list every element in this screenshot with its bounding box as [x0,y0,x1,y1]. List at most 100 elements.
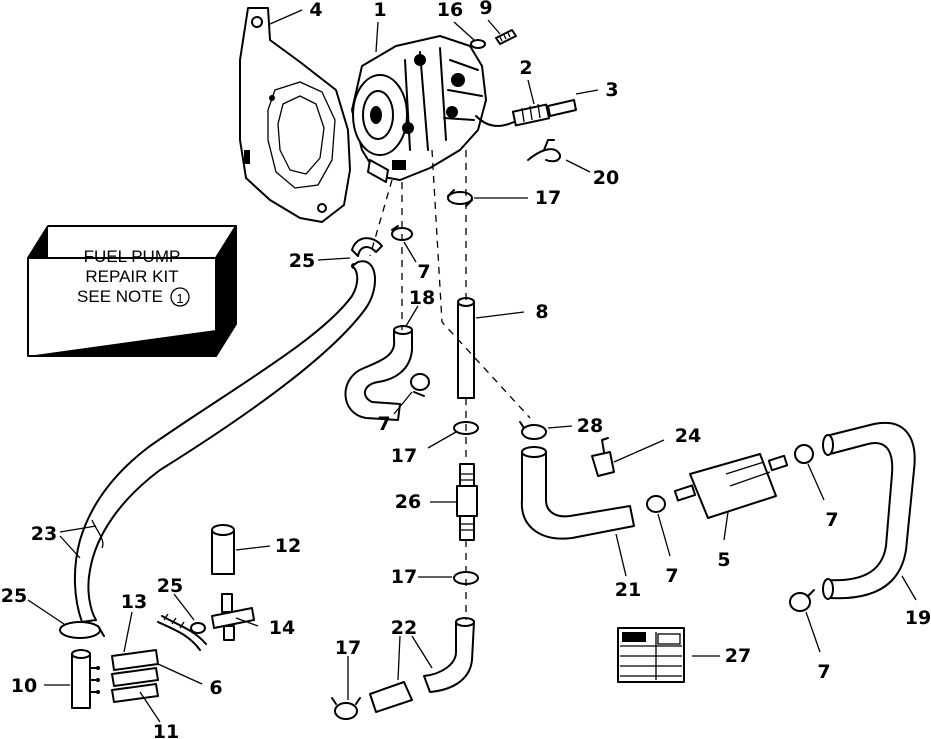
svg-text:7: 7 [665,565,678,587]
svg-text:6: 6 [209,677,222,699]
svg-text:26: 26 [395,491,421,513]
callout-17-upper: 17 [474,187,561,209]
assembly-lines [369,149,531,620]
callout-21: 21 [615,533,641,601]
callout-14: 14 [235,617,295,639]
hose-18 [344,325,413,421]
clamp-7-filter-left [646,495,666,513]
callout-27: 27 [692,645,751,667]
svg-text:27: 27 [725,645,751,667]
sleeve-12 [211,524,235,575]
svg-text:10: 10 [11,675,37,697]
callout-25-lower: 25 [1,585,65,625]
kit-note-symbol: 1 [176,291,183,306]
svg-text:13: 13 [121,591,147,613]
clip-20 [527,139,562,163]
hose-21 [520,446,635,540]
hose-8 [457,297,475,399]
clamp-17-upper [447,189,473,207]
svg-text:19: 19 [905,607,931,629]
kit-text-line3: SEE NOTE [77,287,163,306]
fuel-filter [673,453,789,519]
callout-6: 6 [157,663,223,699]
callout-7-filter-right: 7 [807,463,839,531]
callout-16: 16 [437,0,475,41]
svg-text:25: 25 [157,575,183,597]
callout-10: 10 [11,675,70,697]
svg-text:3: 3 [605,79,618,101]
callout-7-pump: 7 [403,241,431,283]
clamp-7-filter-right [794,444,814,464]
hose-pieces-6-11-13 [111,649,159,703]
svg-text:11: 11 [153,721,179,739]
svg-text:7: 7 [825,509,838,531]
callout-12: 12 [235,535,301,557]
decal-27 [617,627,685,683]
screw-9 [495,29,517,45]
svg-text:22: 22 [391,617,417,639]
callout-2: 2 [519,57,535,105]
svg-text:9: 9 [479,0,492,19]
svg-text:4: 4 [309,0,322,21]
clamp-7-hose18 [410,373,430,397]
callout-13: 13 [121,591,147,653]
svg-text:2: 2 [519,57,532,79]
hose-22 [369,617,475,713]
svg-text:17: 17 [535,187,561,209]
svg-text:28: 28 [577,415,603,437]
hose-19 [822,421,916,600]
svg-text:17: 17 [335,637,361,659]
svg-text:7: 7 [377,413,390,435]
svg-text:17: 17 [391,445,417,467]
callout-17-lower: 17 [391,566,452,588]
clamp-25-small [157,613,207,651]
callout-7-filter-left: 7 [657,513,679,587]
callout-8: 8 [475,301,549,323]
clamp-28 [519,421,547,440]
svg-text:23: 23 [31,523,57,545]
callout-23: 23 [31,523,97,559]
kit-text-line2: REPAIR KIT [85,267,178,286]
callout-25-small: 25 [157,575,195,621]
callout-20: 20 [565,159,619,189]
svg-text:7: 7 [817,661,830,683]
svg-text:5: 5 [717,549,730,571]
callout-18: 18 [405,287,435,327]
clamp-17-bottom [331,697,361,720]
svg-text:1: 1 [373,0,386,21]
tee-fitting-14 [211,593,255,641]
callout-5: 5 [717,511,731,571]
svg-text:24: 24 [675,425,701,447]
washer-16 [470,39,486,49]
svg-text:25: 25 [1,585,27,607]
kit-text-line1: FUEL PUMP [84,247,181,266]
clamp-25-lower [59,621,105,639]
callout-3: 3 [575,79,619,101]
callout-11: 11 [139,691,179,739]
svg-text:12: 12 [275,535,301,557]
callout-24: 24 [613,425,701,463]
svg-text:25: 25 [289,250,315,272]
fuel-pump [351,35,487,183]
svg-text:18: 18 [409,287,435,309]
callout-1: 1 [373,0,387,53]
clamp-7-lower-right [789,589,815,612]
callout-9: 9 [479,0,501,35]
fuel-fitting [475,99,577,127]
svg-text:8: 8 [535,301,548,323]
callout-25-upper: 25 [289,250,351,272]
connector-26 [456,463,478,541]
svg-text:17: 17 [391,566,417,588]
mounting-plate [239,7,351,223]
bracket-24 [591,437,615,477]
callout-17-mid: 17 [391,431,457,467]
svg-text:14: 14 [269,617,295,639]
callout-4: 4 [269,0,323,25]
fitting-10 [71,649,100,709]
callout-22: 22 [391,617,433,681]
callout-19: 19 [901,575,931,629]
svg-text:7: 7 [417,261,430,283]
callout-7-hose18: 7 [377,391,413,435]
